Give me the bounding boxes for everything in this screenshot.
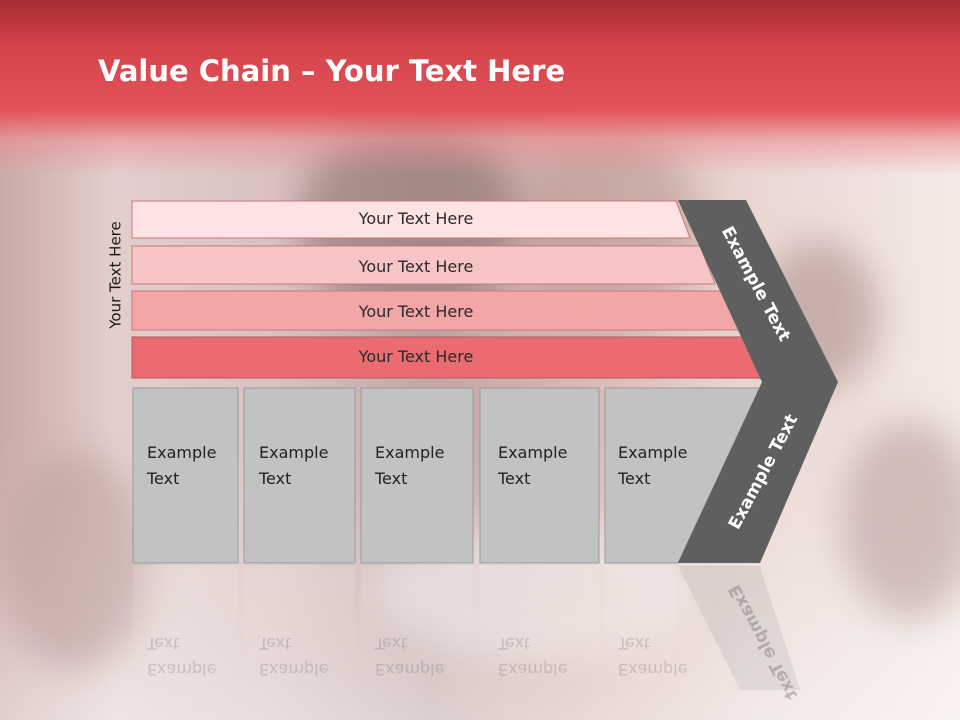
header-band [0, 0, 960, 175]
bar-1-label: Your Text Here [358, 209, 474, 228]
box-5-label: Example Text [618, 443, 688, 488]
photo-chair-left [0, 450, 150, 670]
box-1-shape[interactable] [132, 387, 239, 564]
bar-4-label: Your Text Here [358, 347, 474, 366]
title-bold: Value Chain [98, 54, 291, 88]
photo-chair-right [840, 420, 960, 620]
box-2-reflection: Example Text [259, 634, 329, 679]
box-2-shape[interactable] [243, 387, 356, 564]
arrow-shape[interactable] [678, 200, 838, 563]
box-4-reflection: Example Text [498, 634, 568, 679]
bar-2-label: Your Text Here [358, 257, 474, 276]
slide-title: Value Chain – Your Text Here [98, 54, 565, 88]
box-3-label: Example Text [375, 443, 445, 488]
box-1-label: Example Text [147, 443, 217, 488]
box-4-shape[interactable] [479, 387, 600, 564]
box-3-reflection: Example Text [375, 634, 445, 679]
bar-1-shape[interactable] [131, 200, 691, 239]
box-4-label: Example Text [498, 443, 568, 488]
box-5-reflection: Example Text [618, 634, 688, 679]
box-2-label: Example Text [259, 443, 329, 488]
box-3-shape[interactable] [360, 387, 474, 564]
box-1-reflection: Example Text [147, 634, 217, 679]
bar-3-label: Your Text Here [358, 302, 474, 321]
reflection-group [133, 566, 800, 690]
title-rest: – Your Text Here [290, 54, 566, 88]
bar-2-shape[interactable] [131, 245, 716, 285]
